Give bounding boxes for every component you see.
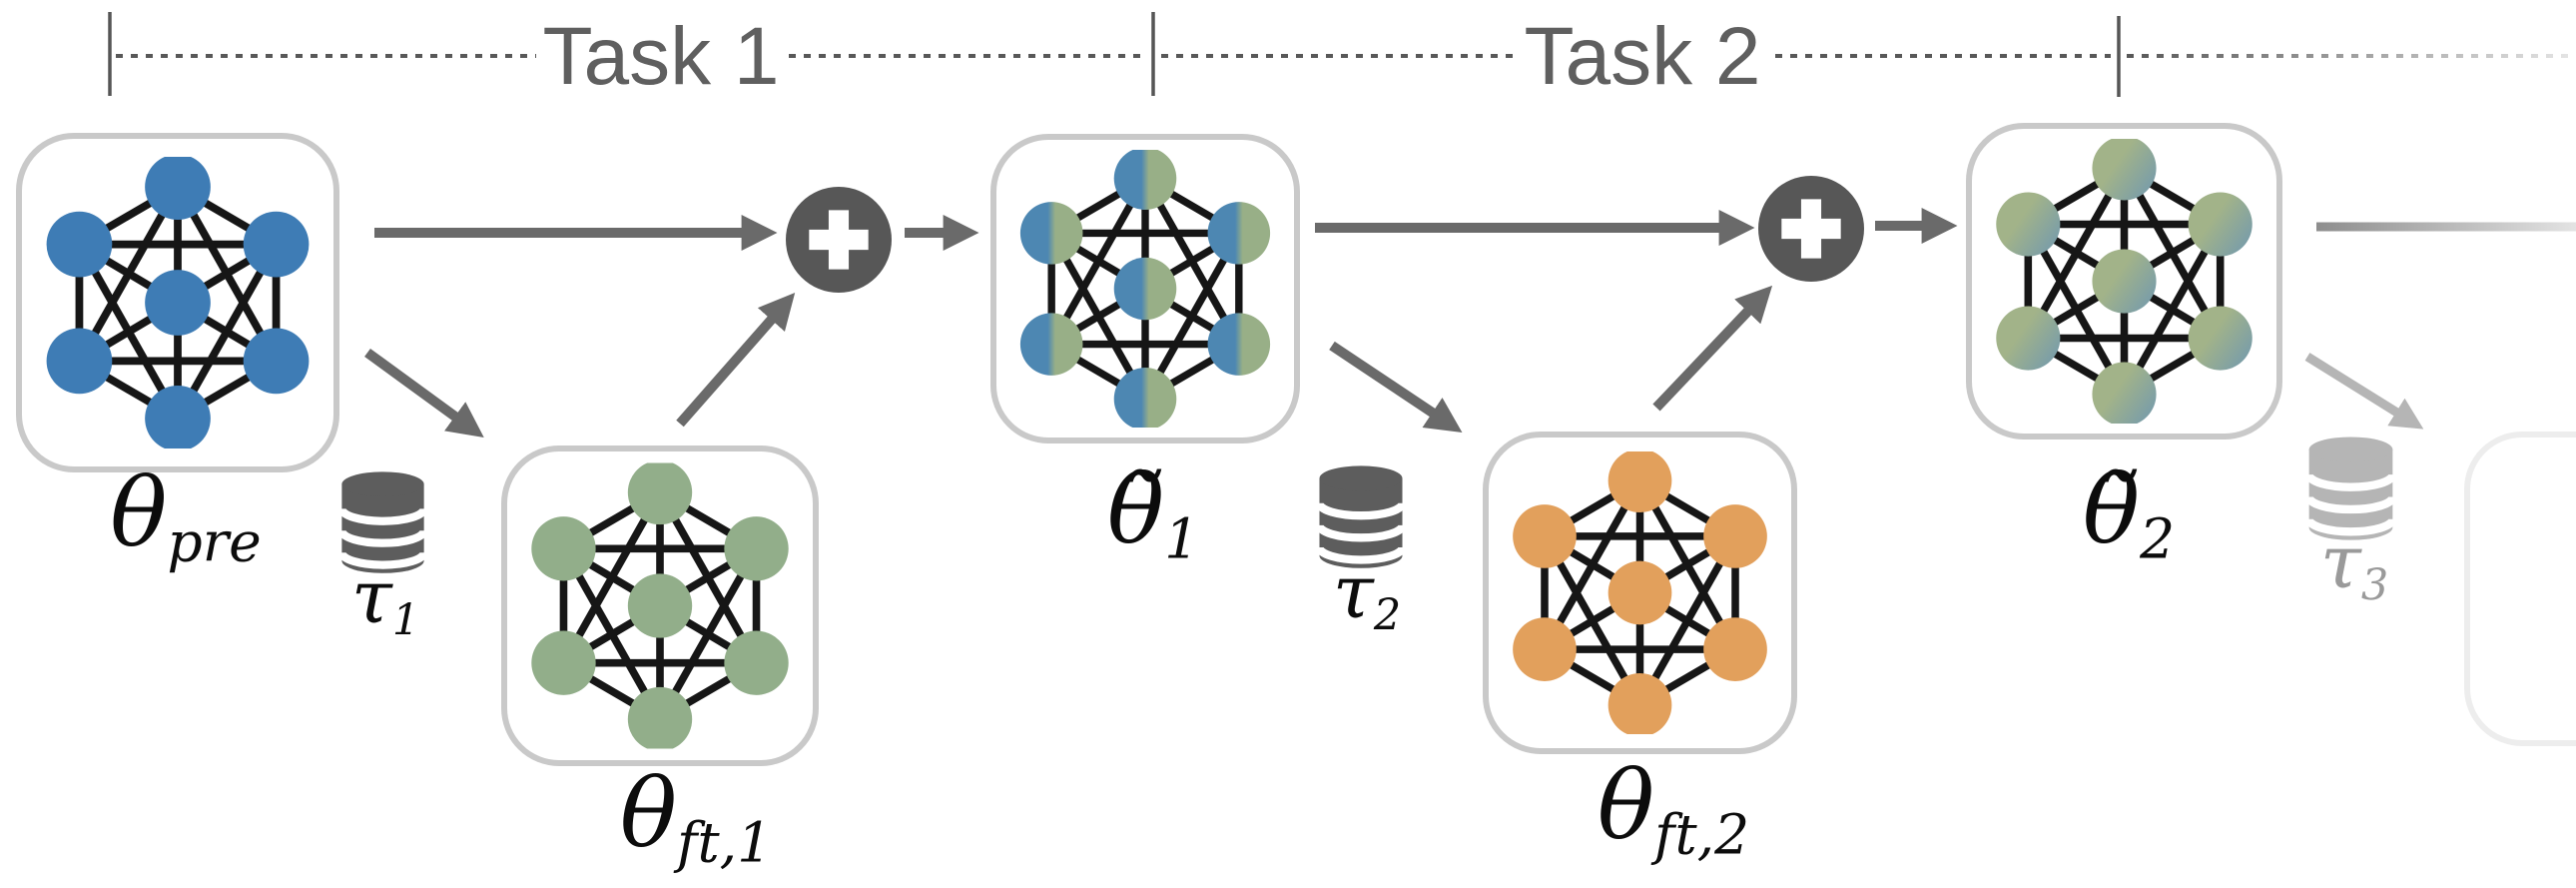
model-box-finetuned-2 bbox=[1483, 432, 1797, 754]
task-1-label: Task 1 bbox=[542, 11, 780, 102]
model-box-merged-2 bbox=[1966, 123, 2282, 440]
merge-plus-node-2 bbox=[1758, 176, 1864, 282]
label-theta-ft2: θft,2 bbox=[1597, 751, 1750, 867]
model-box-merged-1 bbox=[990, 134, 1300, 444]
arrow-merged1-to-finetune2 bbox=[1329, 341, 1463, 433]
label-tau2: τ2 bbox=[1332, 549, 1402, 641]
plus-icon bbox=[786, 187, 892, 293]
model-box-pretrained bbox=[16, 133, 339, 472]
model-box-future-faded bbox=[2464, 432, 2576, 746]
label-theta-ft1: θft,1 bbox=[619, 759, 773, 875]
task-2-label: Task 2 bbox=[1524, 11, 1761, 102]
arrow-merged2-to-finetune3-faded bbox=[2304, 353, 2424, 430]
model-box-finetuned-1 bbox=[501, 445, 819, 766]
label-theta-merged1: θ̃1 bbox=[1106, 455, 1200, 571]
arrow-finetune1-to-merge1 bbox=[676, 293, 796, 428]
neural-network-icon-finetuned-2 bbox=[1499, 445, 1781, 740]
neural-network-icon-finetuned-1 bbox=[517, 459, 803, 752]
label-theta-merged2: θ̃2 bbox=[2082, 455, 2176, 571]
label-tau3: τ3 bbox=[2319, 519, 2389, 611]
merge-plus-node-1 bbox=[786, 187, 892, 293]
label-tau1: τ1 bbox=[350, 554, 420, 646]
neural-network-icon-merged-1 bbox=[1006, 148, 1284, 430]
arrow-finetune2-to-merge2 bbox=[1652, 285, 1773, 412]
neural-network-icon-pretrained bbox=[32, 147, 323, 458]
arrow-pre-to-finetune1 bbox=[364, 348, 484, 439]
label-theta-pre: θpre bbox=[110, 458, 262, 574]
neural-network-icon-merged-2 bbox=[1982, 137, 2266, 426]
plus-icon bbox=[1758, 176, 1864, 282]
